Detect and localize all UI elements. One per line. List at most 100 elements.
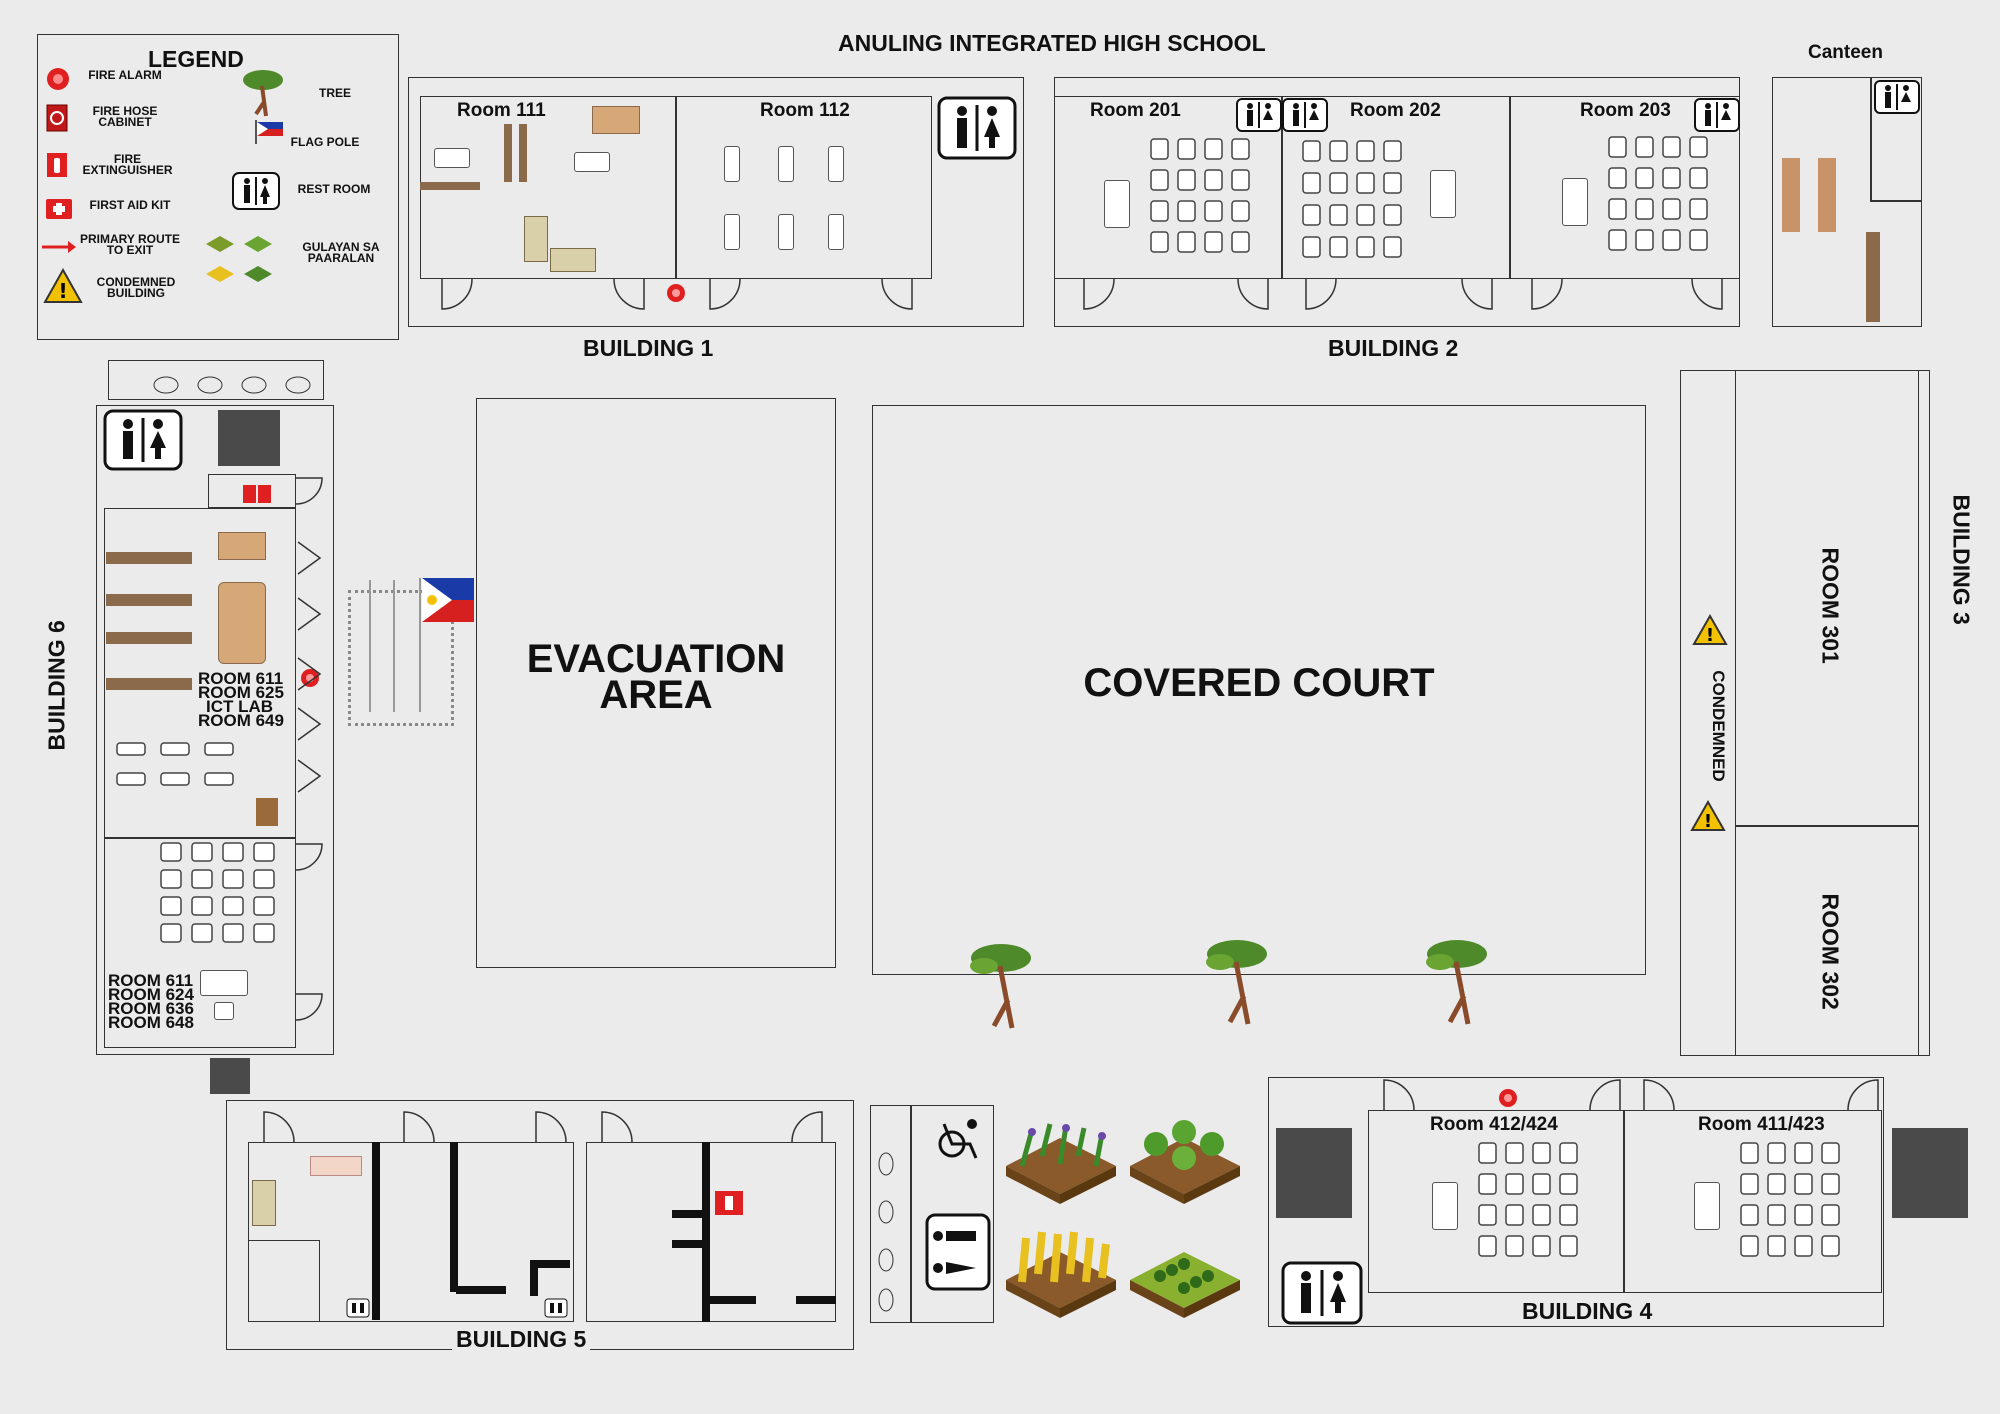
wheelchair-icon [938, 1119, 978, 1159]
student-chair [1302, 204, 1321, 226]
garden-plot [1006, 1123, 1116, 1204]
student-chair [222, 869, 244, 889]
teacher-desk [574, 152, 610, 172]
building-5-label: BUILDING 5 [452, 1326, 591, 1353]
canteen-table [1818, 158, 1836, 232]
stairs [1892, 1128, 1968, 1218]
student-chair [1329, 236, 1348, 258]
student-chair [1662, 136, 1681, 158]
door [1531, 278, 1563, 310]
student-chair [1356, 172, 1375, 194]
wall [456, 1286, 506, 1294]
restroom-icon [1281, 1261, 1363, 1325]
student-chair [204, 772, 234, 786]
fire-alarm-icon [47, 68, 69, 90]
student-chairs-grid [1740, 1142, 1840, 1257]
student-chair [191, 896, 213, 916]
building-6-sinks [108, 360, 324, 400]
student-chair [1177, 138, 1196, 160]
table [218, 582, 266, 664]
primary-route-arrow-icon [42, 241, 76, 253]
door [709, 278, 741, 310]
student-chair [1635, 167, 1654, 189]
room-201-label: Room 201 [1090, 100, 1181, 121]
legend-flag-pole: FLAG POLE [290, 135, 360, 149]
student-chair [1689, 136, 1708, 158]
building-2-label: BUILDING 2 [1328, 335, 1459, 361]
student-chair [253, 923, 275, 943]
svg-text:!: ! [58, 279, 67, 303]
fire-alarm-icon [667, 284, 685, 302]
room-203-label: Room 203 [1580, 100, 1671, 121]
student-chair [1608, 198, 1627, 220]
room-412-424 [1368, 1110, 1624, 1293]
tree-icon [243, 70, 283, 117]
student-chairs-grid [1608, 136, 1708, 251]
building-5-wing-b [586, 1142, 836, 1322]
door [295, 993, 323, 1021]
wall [372, 1142, 380, 1320]
shelf [504, 124, 512, 182]
student-chair [1608, 167, 1627, 189]
student-chair [1478, 1173, 1497, 1195]
student-chair [1505, 1204, 1524, 1226]
door [1461, 278, 1493, 310]
restroom-icon [937, 96, 1017, 160]
student-chair [1608, 229, 1627, 251]
student-chair [1821, 1142, 1840, 1164]
svg-text:!: ! [1706, 625, 1714, 646]
student-chair [160, 869, 182, 889]
teacher-chair [214, 1002, 234, 1020]
restroom-icon [1694, 98, 1740, 132]
student-chair [1356, 140, 1375, 162]
computer-desks [116, 742, 234, 786]
flag-pole-area [348, 590, 454, 726]
room-112 [676, 96, 932, 279]
student-chair [1302, 140, 1321, 162]
sofa [524, 216, 548, 262]
door [601, 1111, 633, 1143]
windows [297, 541, 322, 793]
legend-first-aid: FIRST AID KIT [89, 198, 171, 212]
door [1237, 278, 1269, 310]
restroom-icon [1282, 98, 1328, 132]
legend-fire-ext: FIRE EXTINGUISHER [82, 152, 173, 177]
building-1-outline [408, 77, 1024, 327]
building-6-outline [96, 405, 334, 1055]
restroom-icon [1874, 80, 1920, 114]
student-chair [160, 923, 182, 943]
legend-fire-alarm: FIRE ALARM [88, 68, 162, 82]
student-chair [1383, 204, 1402, 226]
student-chair [1329, 172, 1348, 194]
table [218, 532, 266, 560]
door [1643, 1079, 1675, 1111]
garden-plot [1006, 1231, 1116, 1318]
student-chair [1767, 1204, 1786, 1226]
tree-icon [1426, 940, 1487, 1025]
canteen-outline [1772, 77, 1922, 327]
student-chair [1740, 1235, 1759, 1257]
student-chair [1794, 1142, 1813, 1164]
room-202-label: Room 202 [1350, 100, 1441, 121]
room-202 [1282, 96, 1510, 279]
student-chairs-grid [1150, 138, 1250, 253]
door [441, 278, 473, 310]
student-chair [1478, 1142, 1497, 1164]
room-611-ict-label-0: ROOM 611 [198, 669, 284, 688]
room-611-class-label-1: ROOM 624 [108, 985, 194, 1004]
restroom-icon [925, 1213, 991, 1291]
student-chair [1302, 236, 1321, 258]
canteen-partition [1870, 200, 1922, 202]
room-112-label: Room 112 [760, 100, 850, 121]
student-chair [222, 896, 244, 916]
student-chair [1204, 200, 1223, 222]
student-chair [1383, 172, 1402, 194]
room-411-label: Room 411/423 [1698, 1114, 1825, 1135]
room-203 [1510, 96, 1740, 279]
sofa [252, 1180, 276, 1226]
condemned-label: CONDEMNED [1709, 670, 1728, 782]
room-111-label: Room 111 [457, 100, 546, 121]
student-chair [1150, 200, 1169, 222]
student-chair [1767, 1142, 1786, 1164]
legend-gulayan: GULAYAN SA PAARALAN [302, 240, 380, 265]
